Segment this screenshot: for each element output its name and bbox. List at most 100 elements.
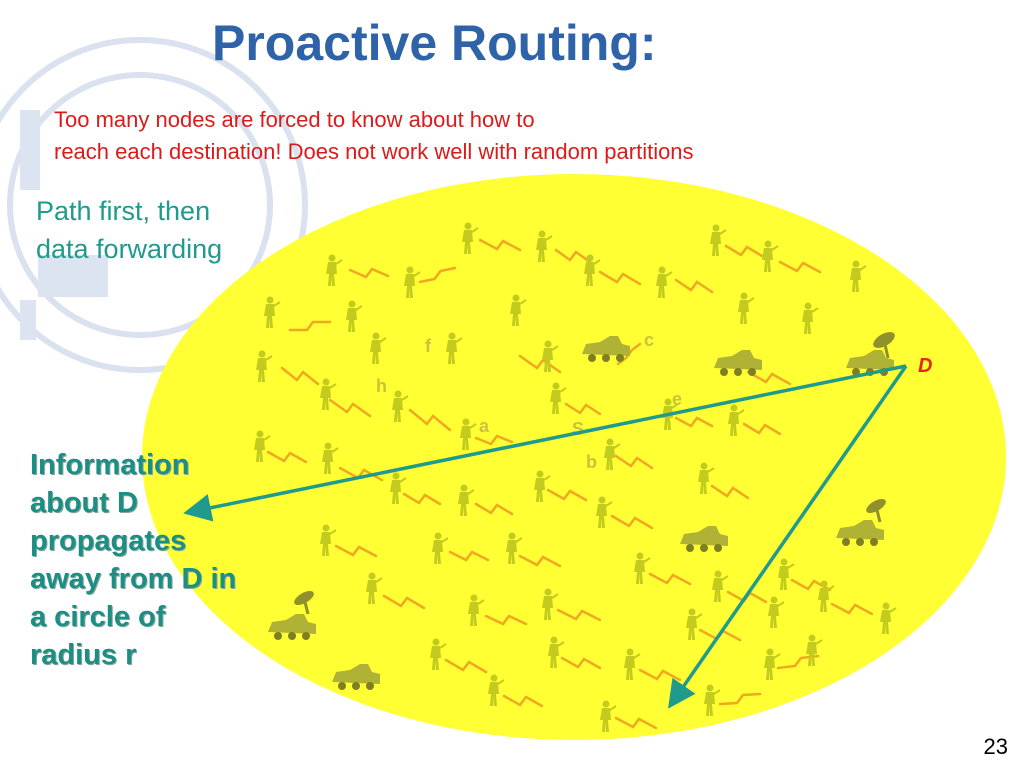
wireless-link-icon — [674, 278, 714, 294]
propagation-arrow-left — [183, 364, 907, 522]
soldier-icon — [880, 602, 897, 634]
page-number: 23 — [983, 734, 1008, 759]
vehicle-icon — [680, 526, 728, 552]
info-line: propagates — [30, 525, 187, 557]
info-line: a circle of — [30, 601, 166, 633]
slide-subtitle: Too many nodes are forced to know about … — [54, 104, 694, 168]
wireless-link-icon — [710, 484, 750, 500]
wireless-link-icon — [484, 614, 528, 626]
satellite-dish-icon — [873, 332, 895, 359]
wireless-link-icon — [334, 544, 378, 558]
soldier-icon — [320, 524, 337, 556]
wireless-link-icon — [614, 716, 658, 730]
vehicle-icon — [268, 614, 316, 640]
vehicle-icon — [332, 664, 380, 690]
soldier-icon — [686, 608, 703, 640]
node-label-s: S — [572, 419, 584, 439]
soldier-icon — [548, 636, 565, 668]
subtitle-line: reach each destination! Does not work we… — [54, 139, 694, 164]
wireless-link-icon — [746, 370, 792, 386]
note-line: Path first, then — [36, 196, 211, 226]
university-seal-watermark — [0, 37, 308, 373]
soldier-icon — [768, 596, 785, 628]
soldier-icon — [762, 240, 779, 272]
soldier-icon — [764, 648, 781, 680]
wireless-link-icon — [408, 408, 452, 432]
soldier-icon — [600, 700, 617, 732]
soldier-icon — [624, 648, 641, 680]
node-label-e: e — [672, 389, 682, 409]
wireless-link-icon — [556, 608, 602, 622]
slide-title: Proactive Routing: — [212, 15, 657, 71]
wireless-link-icon — [288, 320, 332, 332]
wireless-link-icon — [778, 260, 822, 274]
wireless-link-icon — [560, 656, 602, 670]
info-line: about D — [30, 487, 138, 519]
soldier-icon — [634, 552, 651, 584]
soldier-icon — [802, 302, 819, 334]
soldier-icon — [534, 470, 551, 502]
soldier-icon — [370, 332, 387, 364]
soldier-icon — [596, 496, 613, 528]
soldier-icon — [326, 254, 343, 286]
satellite-dish-icon — [866, 499, 886, 523]
wireless-link-icon — [328, 398, 372, 418]
wireless-link-icon — [474, 434, 514, 446]
satellite-dish-icon — [294, 591, 314, 615]
soldier-icon — [468, 594, 485, 626]
soldier-icon — [604, 438, 621, 470]
wireless-link-icon — [402, 492, 442, 506]
propagation-circle — [142, 174, 1006, 740]
wireless-link-icon — [638, 668, 682, 682]
wireless-link-icon — [418, 266, 457, 284]
vehicle-nodes — [268, 336, 894, 690]
soldier-icon — [488, 674, 505, 706]
soldier-icon — [462, 222, 479, 254]
soldier-icon — [698, 462, 715, 494]
wireless-link-icon — [546, 488, 588, 502]
wireless-links — [266, 238, 874, 730]
soldier-icon — [460, 418, 477, 450]
soldier-icon — [656, 266, 673, 298]
soldier-icon — [584, 254, 601, 286]
vehicle-icon — [714, 350, 762, 376]
wireless-link-icon — [348, 267, 390, 279]
wireless-link-icon — [518, 354, 562, 374]
soldier-icon — [390, 472, 407, 504]
soldier-icon — [320, 378, 337, 410]
soldier-icon — [510, 294, 527, 326]
node-label-f: f — [425, 336, 432, 356]
propagation-arrow-down — [668, 365, 908, 709]
wireless-link-icon — [382, 594, 426, 610]
info-line: away from D in — [30, 563, 237, 595]
subtitle-line: Too many nodes are forced to know about … — [54, 107, 535, 132]
wireless-link-icon — [518, 554, 562, 568]
soldier-icon — [542, 340, 559, 372]
node-label-h: h — [376, 376, 387, 396]
soldier-icon — [806, 634, 823, 666]
soldier-icon — [254, 430, 271, 462]
soldier-icon — [458, 484, 475, 516]
node-label-c: c — [644, 330, 654, 350]
wireless-link-icon — [554, 248, 592, 264]
info-line: radius r — [30, 639, 137, 671]
soldier-icon — [662, 398, 679, 430]
soldier-nodes — [254, 222, 897, 732]
soldier-icon — [710, 224, 727, 256]
wireless-link-icon — [478, 238, 522, 252]
node-label-b: b — [586, 452, 597, 472]
wireless-link-icon — [564, 402, 602, 416]
soldier-icon — [704, 684, 721, 716]
soldier-icon — [712, 570, 729, 602]
wireless-link-icon — [474, 502, 514, 516]
soldier-icon — [738, 292, 755, 324]
note-line: data forwarding — [36, 234, 223, 264]
wireless-link-icon — [280, 366, 320, 386]
wireless-link-icon — [614, 454, 654, 470]
soldier-icon — [542, 588, 559, 620]
soldier-icon — [256, 350, 273, 382]
soldier-icon — [778, 558, 795, 590]
soldier-icon — [366, 572, 383, 604]
